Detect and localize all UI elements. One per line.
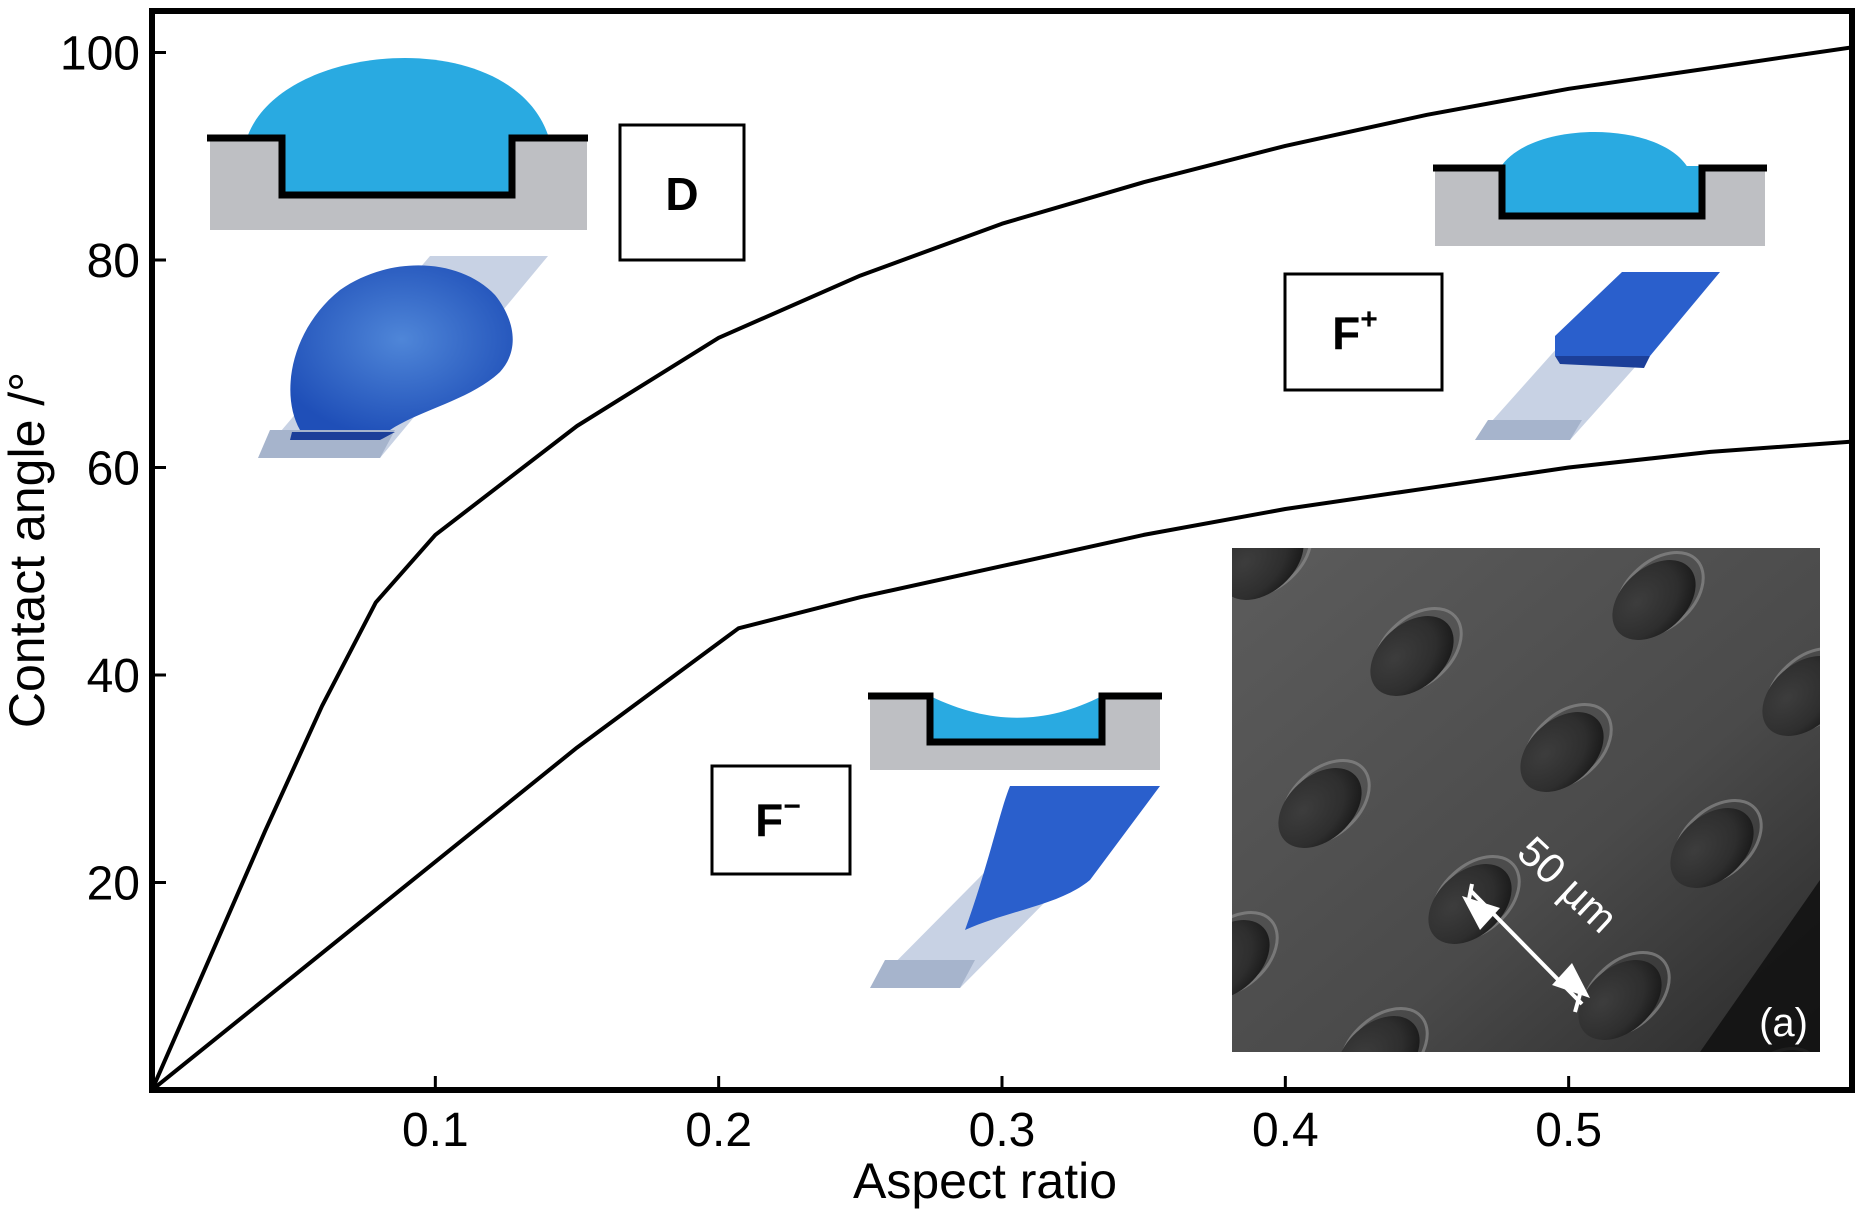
label-f-plus: F: [1332, 307, 1360, 359]
state-f-minus-substrate: [870, 696, 1160, 770]
state-d-groove-water: [282, 135, 512, 193]
state-f-plus-groove-water: [1502, 166, 1702, 214]
label-box-f-minus: F−: [710, 764, 852, 876]
label-f-plus-superscript: +: [1360, 303, 1378, 336]
label-f-minus-superscript: −: [783, 790, 801, 823]
x-tick-label: 0.4: [1252, 1104, 1319, 1157]
state-f-plus-3d-view: [1475, 272, 1720, 440]
svg-text:F+: F+: [1332, 303, 1378, 359]
curve-1: [152, 45, 1852, 1090]
state-f-plus-illustration: [1433, 132, 1767, 440]
scale-bar: [1462, 883, 1590, 1013]
state-d-substrate: [210, 138, 587, 230]
state-f-minus-illustration: [868, 692, 1162, 988]
curve-2: [152, 439, 1852, 1090]
state-d-3d-view: [258, 256, 548, 458]
y-tick-label: 80: [87, 235, 140, 288]
x-axis-title: Aspect ratio: [853, 1153, 1117, 1209]
sem-micrograph-inset: 50 µm (a): [1232, 548, 1820, 1052]
state-f-plus-substrate: [1435, 168, 1765, 246]
svg-text:F−: F−: [755, 790, 801, 846]
y-tick-label: 20: [87, 858, 140, 911]
label-box-f-plus: F+: [1283, 272, 1444, 392]
state-d-drop-profile: [248, 58, 548, 135]
curves: [152, 45, 1852, 1090]
x-tick-label: 0.3: [969, 1104, 1036, 1157]
x-tick-label: 0.5: [1535, 1104, 1602, 1157]
state-f-plus-drop-profile: [1500, 132, 1688, 168]
y-tick-label: 60: [87, 443, 140, 496]
state-d-illustration: [207, 58, 588, 458]
y-axis: 20 40 60 80 100: [60, 28, 166, 911]
label-box-d: D: [618, 123, 746, 262]
state-f-minus-3d-view: [870, 786, 1160, 988]
y-tick-label: 100: [60, 28, 140, 81]
state-f-minus-groove-edge: [868, 692, 1162, 746]
label-d: D: [665, 168, 698, 220]
x-axis: 0.1 0.2 0.3 0.4 0.5: [402, 1076, 1602, 1157]
y-tick-label: 40: [87, 650, 140, 703]
state-f-plus-groove-edge: [1433, 164, 1767, 220]
panel-label: (a): [1759, 1001, 1808, 1045]
x-tick-label: 0.2: [685, 1104, 752, 1157]
state-f-minus-drop-profile: [930, 696, 1102, 742]
x-tick-label: 0.1: [402, 1104, 469, 1157]
state-d-groove-edge: [207, 134, 588, 199]
label-f-minus: F: [755, 794, 783, 846]
y-axis-title: Contact angle /°: [0, 372, 55, 728]
